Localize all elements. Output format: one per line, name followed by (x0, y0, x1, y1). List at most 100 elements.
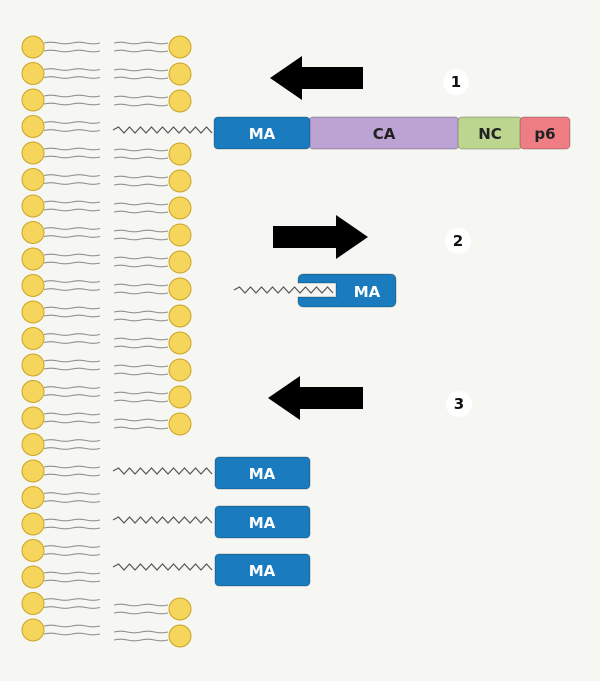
outer-lipid-tail (43, 174, 101, 177)
myristoyl-anchors (112, 126, 334, 571)
lipid-bilayer (21, 35, 192, 648)
sequestered-ma: MA (297, 273, 397, 308)
inner-lipid-tail (113, 310, 169, 314)
outer-lipid-tail (43, 465, 101, 469)
outer-lipid-tail (43, 147, 101, 151)
step2-arrow (273, 215, 368, 259)
outer-lipid-head (21, 459, 45, 483)
outer-lipid-head (21, 221, 45, 244)
outer-lipid-head (21, 274, 45, 297)
inner-lipid-tail (113, 638, 169, 642)
inner-lipid-tail (113, 391, 169, 395)
step3-marker: 3 (446, 391, 472, 417)
outer-lipid-head (21, 141, 45, 165)
outer-lipid-tail (43, 41, 101, 45)
outer-lipid-tail (43, 261, 101, 265)
inner-lipid-tail (113, 68, 169, 72)
outer-lipid-tail (43, 624, 101, 628)
inner-lipid-head (168, 624, 192, 648)
bound-ma-1-label: MA (249, 465, 276, 483)
outer-lipid-head (21, 592, 45, 615)
inner-lipid-head (168, 597, 192, 621)
outer-lipid-tail (43, 306, 101, 310)
outer-lipid-tail (43, 545, 101, 548)
step1-arrow (270, 56, 363, 100)
p6-label: p6 (534, 125, 555, 143)
inner-lipid-tail (113, 283, 169, 287)
bound-ma-2-label: MA (249, 514, 276, 532)
outer-lipid-head (21, 115, 45, 138)
inner-lipid-tail (113, 372, 169, 376)
outer-lipid-tail (43, 227, 101, 230)
myristoyl-chain (112, 126, 213, 134)
inner-lipid-tail (113, 156, 169, 160)
outer-lipid-tail (43, 492, 101, 495)
ma-label: MA (249, 125, 276, 143)
inner-lipid-tail (113, 183, 169, 187)
myristoyl-chain (233, 286, 334, 294)
inner-lipid-head (168, 412, 192, 436)
ca-label: CA (373, 125, 396, 143)
inner-lipid-tail (113, 318, 169, 322)
inner-lipid-tail (113, 364, 169, 368)
outer-lipid-tail (43, 386, 101, 389)
inner-lipid-tail (113, 264, 169, 268)
outer-lipid-head (21, 433, 45, 456)
step3-label: 3 (454, 395, 464, 413)
myristoyl-chain (112, 467, 213, 475)
outer-lipid-head (21, 327, 45, 350)
inner-lipid-head (168, 62, 192, 86)
inner-lipid-head (168, 196, 192, 220)
outer-lipid-head (21, 486, 45, 509)
nc-label: NC (478, 125, 502, 143)
outer-lipid-tail (43, 632, 101, 636)
outer-lipid-head (21, 194, 45, 218)
ma-domain (213, 116, 311, 150)
outer-lipid-tail (43, 341, 101, 344)
inner-lipid-tail (113, 426, 169, 430)
outer-lipid-tail (43, 288, 101, 291)
inner-lipid-tail (113, 256, 169, 260)
inner-lipid-tail (113, 103, 169, 107)
inner-lipid-tail (113, 345, 169, 349)
outer-lipid-tail (43, 49, 101, 53)
inner-lipid-head (168, 358, 192, 382)
inner-lipid-head (168, 385, 192, 409)
inner-lipid-tail (113, 418, 169, 422)
inner-lipid-head (168, 304, 192, 328)
bound-ma-1 (214, 456, 311, 490)
outer-lipid-head (21, 62, 45, 85)
membrane-bound-ma-group: MA MA MA (214, 456, 311, 587)
step1-label: 1 (451, 73, 461, 91)
outer-lipid-tail (43, 182, 101, 185)
inner-lipid-tail (113, 337, 169, 341)
inner-lipid-tail (113, 175, 169, 179)
step3-arrow (268, 376, 363, 420)
outer-lipid-head (21, 35, 45, 59)
outer-lipid-tail (43, 129, 101, 132)
inner-lipid-head (168, 250, 192, 274)
inner-lipid-tail (113, 148, 169, 152)
outer-lipid-tail (43, 553, 101, 556)
inner-lipid-tail (113, 237, 169, 241)
outer-lipid-tail (43, 367, 101, 371)
outer-lipid-tail (43, 571, 101, 575)
inner-lipid-tail (113, 202, 169, 206)
outer-lipid-tail (43, 420, 101, 424)
step1-marker: 1 (443, 69, 469, 95)
outer-lipid-head (21, 618, 45, 642)
outer-lipid-head (21, 88, 45, 112)
inner-lipid-head (168, 35, 192, 59)
outer-lipid-tail (43, 200, 101, 204)
inner-lipid-tail (113, 210, 169, 214)
outer-lipid-tail (43, 579, 101, 583)
inner-lipid-tail (113, 76, 169, 80)
myristoyl-chain (112, 563, 213, 571)
outer-lipid-tail (43, 447, 101, 450)
outer-lipid-head (21, 512, 45, 536)
outer-lipid-tail (43, 280, 101, 283)
outer-lipid-tail (43, 208, 101, 212)
outer-lipid-tail (43, 333, 101, 336)
inner-lipid-head (168, 142, 192, 166)
